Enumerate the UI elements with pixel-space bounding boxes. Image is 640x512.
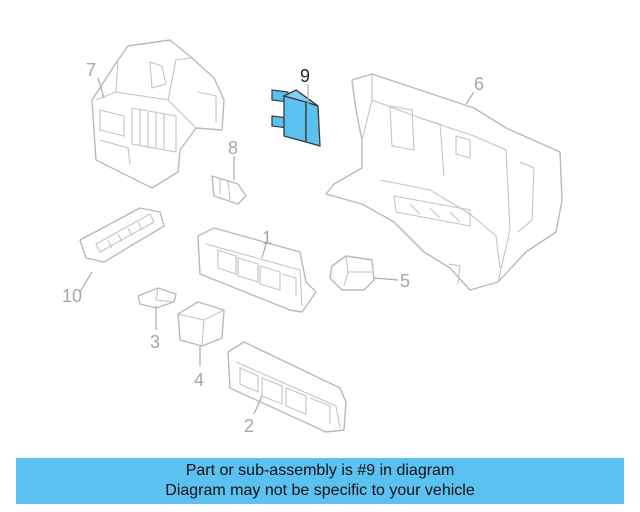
info-banner: Part or sub-assembly is #9 in diagram Di… (16, 458, 624, 504)
callout-8: 8 (228, 138, 238, 158)
callout-4: 4 (194, 370, 204, 390)
callout-1: 1 (262, 228, 272, 248)
part-9-highlighted-fuse (271, 89, 321, 147)
callout-10: 10 (62, 286, 82, 306)
callout-6: 6 (474, 74, 484, 94)
part-3-clip (137, 287, 177, 309)
part-2-relay-block (227, 341, 347, 433)
parts-diagram: 7 9 6 8 1 5 10 3 4 2 (62, 39, 563, 436)
part-8-fuse (211, 175, 247, 205)
part-5-connector (329, 255, 375, 291)
part-10-relay-strip (79, 207, 165, 263)
banner-line-part-number: Part or sub-assembly is #9 in diagram (185, 462, 455, 479)
part-6-bracket (325, 73, 563, 291)
callouts: 7 9 6 8 1 5 10 3 4 2 (62, 60, 484, 436)
part-1-fuse-block (197, 227, 317, 313)
callout-5: 5 (400, 271, 410, 291)
callout-3: 3 (150, 332, 160, 352)
callout-7: 7 (86, 60, 96, 80)
part-4-relay (177, 301, 225, 347)
callout-2: 2 (244, 416, 254, 436)
banner-line-disclaimer: Diagram may not be specific to your vehi… (165, 482, 475, 499)
part-7-fuse-box (91, 39, 225, 189)
leader-lines (79, 77, 475, 415)
callout-9: 9 (300, 66, 310, 86)
